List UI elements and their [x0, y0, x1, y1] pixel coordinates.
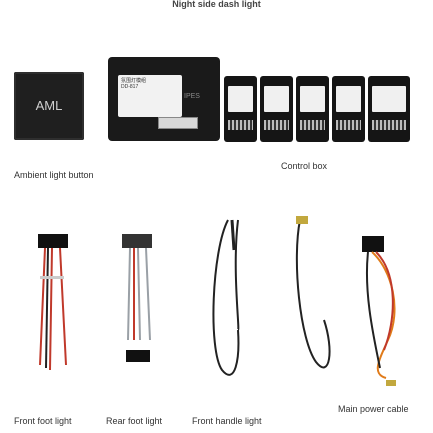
control-box-label: [336, 86, 361, 112]
rear-foot-light-label: Rear foot light: [106, 416, 163, 426]
front-handle-light-label: Front handle light: [192, 416, 262, 426]
sticker-line-1: 氛围灯模组: [121, 78, 147, 84]
control-box-5: [368, 76, 410, 142]
aml-button-text: AML: [35, 98, 63, 113]
ambient-light-button: AML: [14, 72, 84, 140]
control-box-1: [224, 76, 257, 142]
control-box-pins: [336, 120, 361, 130]
control-box-2: [260, 76, 293, 142]
module-connector-port: [158, 117, 198, 129]
main-power-cable-label: Main power cable: [338, 404, 409, 414]
ambient-light-button-label: Ambient light button: [14, 170, 94, 180]
front-foot-light-label: Front foot light: [14, 416, 72, 426]
control-box-4: [332, 76, 365, 142]
control-box-label: [372, 86, 406, 112]
control-box-label: [300, 86, 325, 112]
control-module: 氛围灯模组 DD-817 IPES: [108, 57, 220, 141]
module-watermark: IPES: [184, 93, 200, 100]
wire-harness-illustration: [38, 216, 396, 386]
control-box-pins: [372, 120, 406, 130]
control-box-label: [228, 86, 253, 112]
control-box-pins: [264, 120, 289, 130]
control-box-3: [296, 76, 329, 142]
control-box-pins: [228, 120, 253, 130]
front-foot-light-harness: [38, 234, 68, 371]
control-box-label: [264, 86, 289, 112]
page-title: Night side dash light: [172, 0, 261, 9]
module-sticker: 氛围灯模组 DD-817: [118, 75, 182, 117]
control-box-label-text: Control box: [281, 161, 328, 171]
front-handle-light-harness: [212, 216, 331, 376]
control-box-pins: [300, 120, 325, 130]
main-power-cable-harness: [362, 236, 396, 386]
sticker-line-2: DD-817: [121, 84, 139, 90]
rear-foot-light-harness: [122, 234, 152, 362]
